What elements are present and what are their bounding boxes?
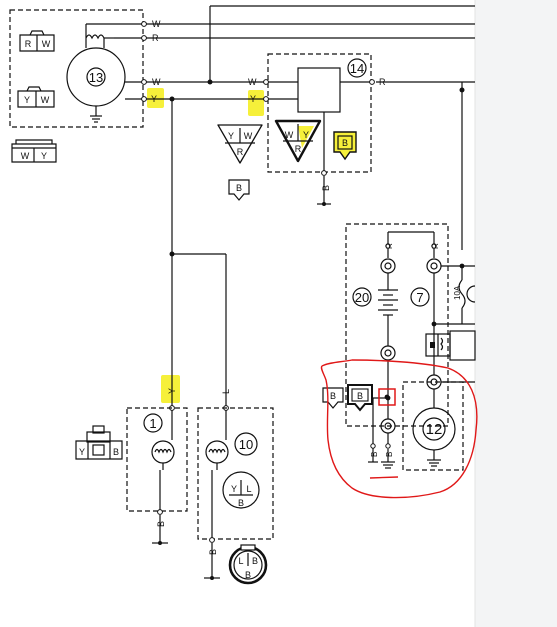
- svg-text:Y: Y: [303, 130, 309, 140]
- svg-text:Y: Y: [41, 151, 47, 161]
- component-13-box: [9, 9, 144, 128]
- component-13-number: 13: [89, 70, 103, 85]
- connector-b-small-1: B: [322, 387, 344, 409]
- svg-text:B: B: [342, 138, 348, 148]
- svg-text:W: W: [244, 131, 253, 141]
- svg-text:R: R: [431, 243, 440, 249]
- fuse-icon: [458, 279, 466, 309]
- svg-text:Y: Y: [79, 447, 85, 457]
- terminal-fuse-top: [426, 258, 442, 274]
- highlight-y-13: [147, 88, 164, 108]
- highlight-y-14: [248, 90, 264, 116]
- svg-text:Y: Y: [24, 95, 30, 105]
- svg-text:Y: Y: [151, 94, 157, 104]
- svg-text:L: L: [246, 484, 251, 494]
- terminal-battery-neg: [380, 345, 396, 361]
- component-12-number: 12: [426, 421, 443, 438]
- component-14-number: 14: [350, 61, 364, 76]
- connector-rw: R W: [19, 30, 55, 52]
- svg-text:W: W: [21, 151, 30, 161]
- svg-text:Y: Y: [167, 388, 177, 394]
- connector-ywr: Y W R: [217, 124, 263, 164]
- svg-text:B: B: [238, 498, 244, 508]
- svg-text:W: W: [42, 39, 51, 49]
- svg-text:B: B: [357, 391, 363, 401]
- svg-text:B: B: [385, 452, 394, 457]
- connector-lb: L B B: [228, 544, 268, 585]
- svg-text:R: R: [152, 33, 159, 43]
- coil-icon: [85, 34, 105, 40]
- connector-ylb: Y L B: [222, 471, 260, 509]
- component-20-number: 20: [355, 290, 369, 305]
- svg-text:W: W: [152, 19, 161, 29]
- svg-text:B: B: [236, 183, 242, 193]
- svg-text:B: B: [330, 391, 336, 401]
- svg-text:W: W: [152, 77, 161, 87]
- svg-text:B: B: [156, 521, 166, 527]
- component-10-number: 10: [239, 437, 253, 452]
- highlight-y-1: [161, 375, 180, 403]
- svg-text:Y: Y: [228, 131, 234, 141]
- svg-text:B: B: [252, 556, 258, 566]
- svg-text:Y: Y: [250, 94, 256, 104]
- connector-b-small-2: B: [347, 384, 373, 412]
- red-annotation-circle: [320, 359, 478, 499]
- side-panel: [475, 0, 557, 627]
- svg-text:B: B: [208, 549, 218, 555]
- svg-text:B: B: [113, 447, 119, 457]
- svg-text:R: R: [385, 243, 394, 249]
- svg-text:R: R: [25, 39, 32, 49]
- component-1-box: [126, 407, 188, 512]
- component-14-box: [267, 53, 372, 173]
- connector-wy: W Y: [11, 139, 57, 163]
- component-14-body: [297, 67, 341, 113]
- svg-text:L: L: [221, 389, 231, 394]
- component-1-number: 1: [149, 416, 156, 431]
- fuse-label: 10A: [453, 285, 462, 300]
- svg-text:W: W: [248, 77, 257, 87]
- svg-text:R: R: [237, 147, 244, 157]
- svg-text:B: B: [245, 570, 251, 580]
- svg-text:W: W: [285, 130, 294, 140]
- connector-wyr-14: W Y R: [274, 119, 322, 163]
- component-7-number: 7: [416, 290, 423, 305]
- component-10-box: [197, 407, 274, 540]
- terminal-battery-pos: [380, 258, 396, 274]
- connector-y-b: Y B: [75, 425, 123, 460]
- svg-text:B: B: [321, 185, 331, 191]
- svg-text:B: B: [370, 452, 379, 457]
- connector-b-14: B: [333, 131, 357, 161]
- svg-text:W: W: [41, 95, 50, 105]
- red-marker-box: [378, 388, 396, 406]
- connector-b: B: [228, 179, 250, 201]
- component-12-box: [402, 381, 464, 471]
- component-20-box: [345, 223, 449, 427]
- svg-text:Y: Y: [231, 484, 237, 494]
- connector-yw: Y W: [17, 86, 55, 108]
- svg-text:L: L: [238, 556, 243, 566]
- red-underline: [369, 476, 399, 479]
- svg-text:R: R: [295, 144, 302, 154]
